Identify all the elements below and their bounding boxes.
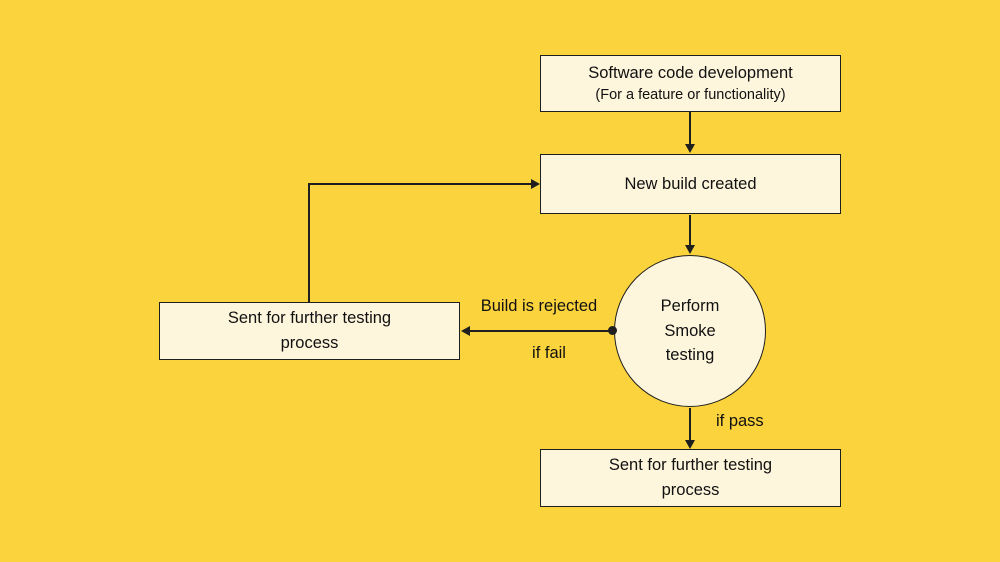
node-sent-for-further-testing-bottom: Sent for further testing process — [540, 449, 841, 507]
edge-label-if-fail: if fail — [532, 344, 566, 362]
node-title: Software code development — [588, 63, 793, 82]
node-new-build-created: New build created — [540, 154, 841, 214]
arrow-shaft — [689, 112, 691, 145]
arrow-shaft — [468, 330, 613, 332]
node-sent-for-further-testing-left: Sent for further testing process — [159, 302, 460, 360]
arrow-shaft — [689, 215, 691, 246]
arrow-shaft — [689, 408, 691, 441]
node-subtitle: (For a feature or functionality) — [595, 86, 786, 103]
node-label: Sent for further testing process — [227, 309, 392, 352]
node-perform-smoke-testing: Perform Smoke testing — [614, 255, 766, 407]
arrow-head-down-icon — [685, 144, 695, 153]
node-software-code-development: Software code development (For a feature… — [540, 55, 841, 112]
arrow-head-right-icon — [531, 179, 540, 189]
edge-label-if-pass: if pass — [716, 412, 764, 430]
node-title: New build created — [624, 174, 757, 193]
node-label: Sent for further testing process — [608, 456, 773, 499]
edge-label-build-rejected: Build is rejected — [480, 297, 598, 315]
arrow-head-down-icon — [685, 245, 695, 254]
arrow-head-left-icon — [461, 326, 470, 336]
arrow-shaft-horizontal — [308, 183, 532, 185]
arrow-shaft-vertical — [308, 183, 310, 302]
arrow-head-down-icon — [685, 440, 695, 449]
node-label: Perform Smoke testing — [660, 296, 720, 365]
